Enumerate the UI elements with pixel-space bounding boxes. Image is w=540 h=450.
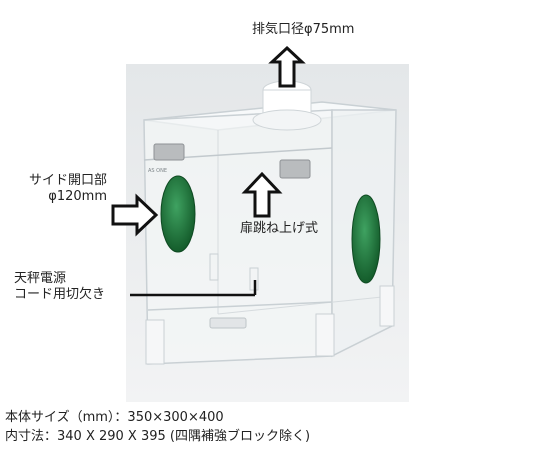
side-opening-label-line1: サイド開口部 [28, 173, 107, 188]
product-photo: AS ONE [126, 64, 409, 402]
inner-size-spec: 内寸法：340 X 290 X 395 (四隅補強ブロック除く) [5, 429, 311, 444]
exhaust-label: 排気口径φ75mm [252, 22, 355, 37]
cable-cutout-label-line1: 天秤電源 [14, 271, 67, 286]
svg-text:AS ONE: AS ONE [148, 168, 167, 174]
cable-cutout-label: 天秤電源 コード用切欠き [14, 271, 105, 303]
side-opening-label: サイド開口部 φ120mm [14, 173, 107, 205]
cable-cutout-label-line2: コード用切欠き [14, 287, 106, 302]
door-label: 扉跳ね上げ式 [240, 221, 319, 236]
body-size-spec: 本体サイズ（mm）：350×300×400 [5, 410, 224, 425]
side-opening-label-line2: φ120mm [48, 189, 107, 204]
